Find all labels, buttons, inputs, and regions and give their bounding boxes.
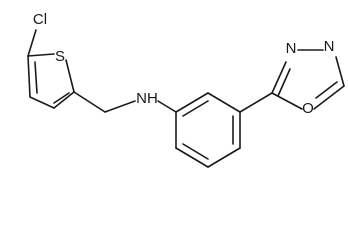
bond-c4-c5-double (34, 61, 38, 94)
bond-c2-c3-double (53, 92, 70, 104)
bond-c2-c3 (53, 91, 75, 109)
bond-n-ring (157, 100, 177, 113)
bond-c4-c5 (27, 55, 31, 98)
bond-nright-ch (335, 56, 345, 87)
bond-c-ntop (271, 61, 287, 94)
bond-o-c (271, 92, 303, 110)
amine-label: NH (136, 90, 158, 107)
oxadiazole-ring (239, 49, 345, 113)
sulfur-label: S (55, 48, 65, 65)
atom-labels: Cl S NH N N O (33, 11, 335, 117)
linker (73, 91, 177, 113)
benzene-ring (175, 92, 241, 168)
chlorine-label: Cl (33, 11, 47, 28)
bond-b3-oxa (239, 92, 273, 113)
bond-b5-b6-double (182, 143, 209, 160)
structure-canvas: Cl S NH N N O (27, 10, 345, 168)
bond-ch2-n (104, 100, 136, 113)
bond-b2-b3 (207, 92, 241, 113)
bond-c3-c4 (29, 96, 55, 109)
bond-cl-c5 (27, 29, 37, 57)
bond-s-c2 (65, 59, 75, 93)
oxadiazole-n-top-label: N (286, 40, 297, 57)
molecule-structure: Cl S NH N N O (27, 11, 345, 168)
bond-b5-b6 (175, 147, 209, 168)
bond-c-ntop-double (277, 68, 291, 97)
bond-b1-b2-double (182, 100, 209, 117)
bond-ch-o (313, 85, 345, 110)
bond-c2-ch2 (73, 91, 106, 113)
bond-ch-o-double (315, 81, 338, 99)
bond-b4-b5 (207, 147, 241, 168)
bond-b1-b2 (175, 92, 209, 113)
oxadiazole-n-right-label: N (324, 38, 335, 55)
oxadiazole-o-label: O (302, 100, 314, 117)
bond-c5-s (27, 53, 55, 57)
thiophene-ring (27, 29, 75, 109)
